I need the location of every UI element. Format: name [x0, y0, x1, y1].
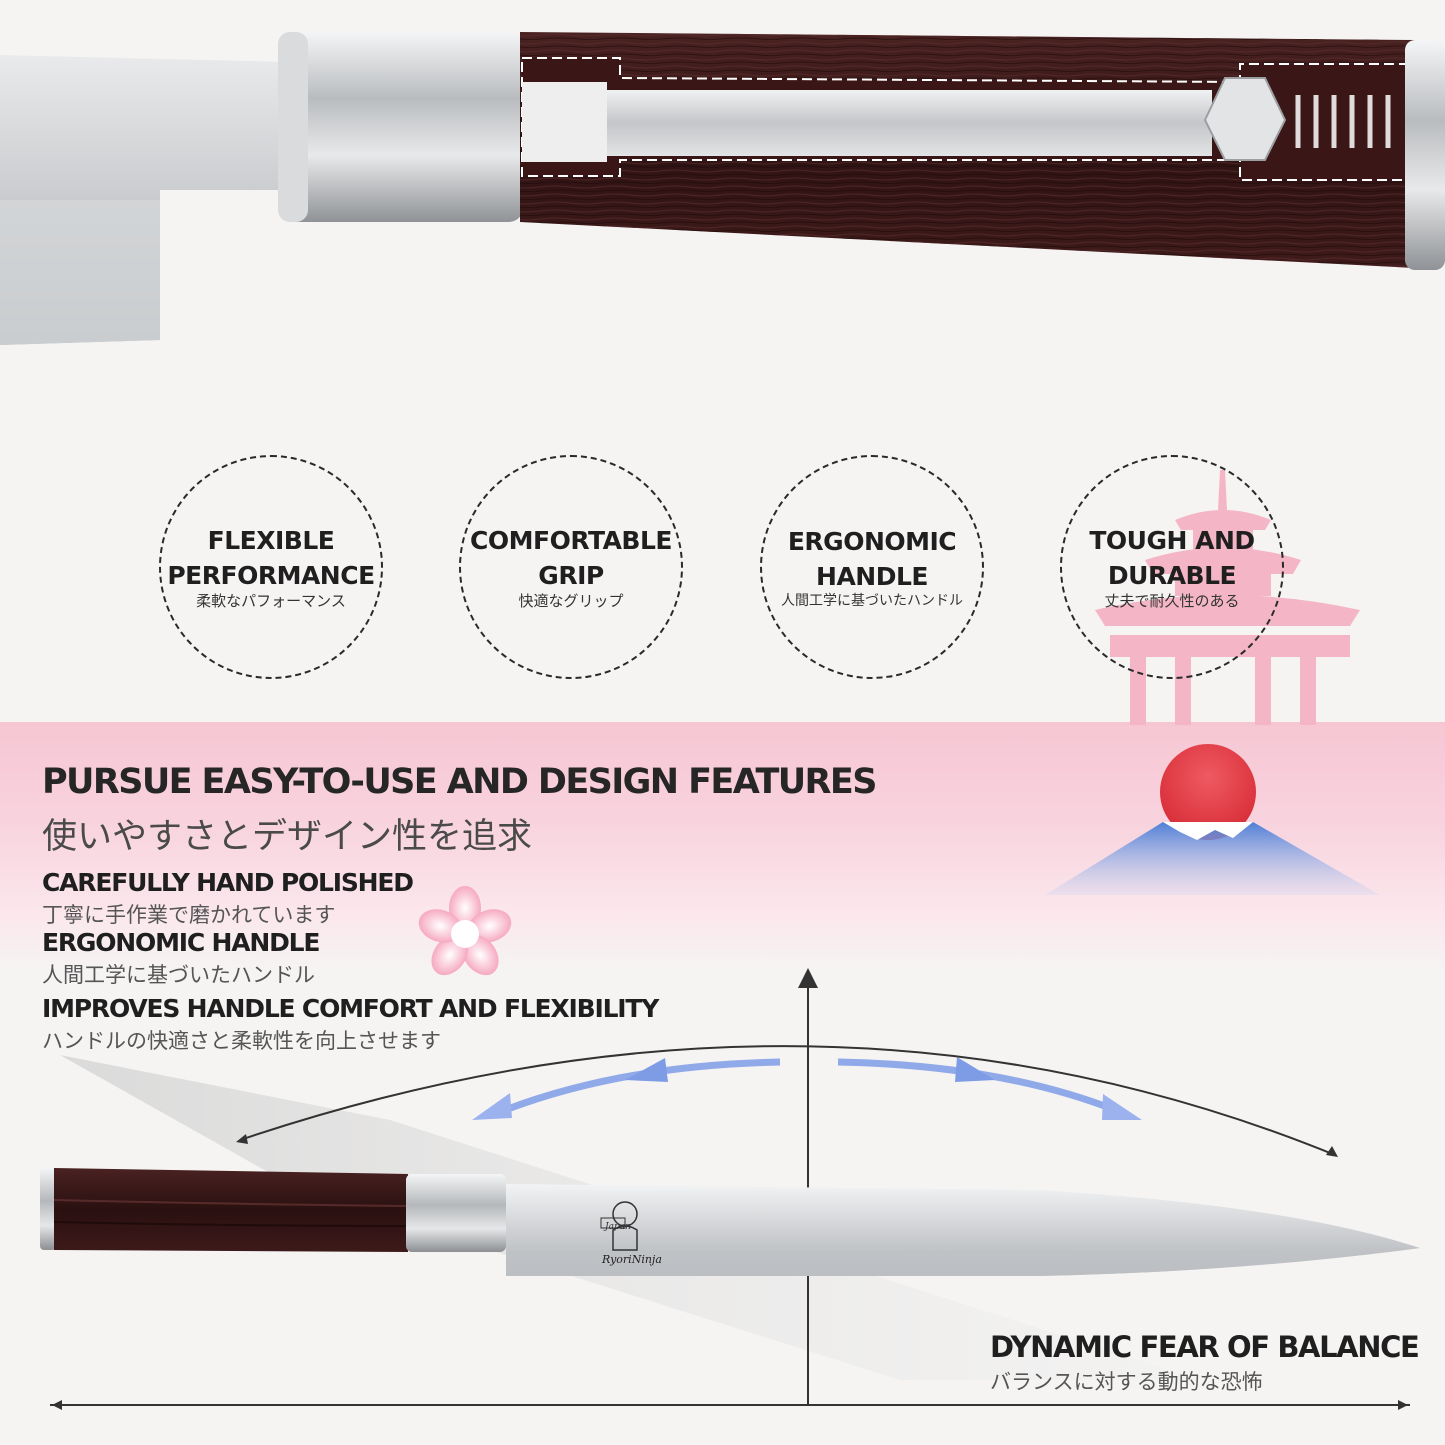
brand-logo: RyoriNinja — [602, 1253, 662, 1266]
headline-title: PURSUE EASY-TO-USE AND DESIGN FEATURES — [42, 762, 877, 802]
feature-title: TOUGH AND DURABLE — [1089, 525, 1255, 590]
feature-title: FLEXIBLE PERFORMANCE — [167, 525, 375, 590]
feature-tough-durable: TOUGH AND DURABLE 丈夫で耐久性のある — [1060, 455, 1284, 679]
point-title: IMPROVES HANDLE COMFORT AND FLEXIBILITY — [42, 994, 659, 1023]
mount-fuji-sun-illustration — [1045, 740, 1385, 905]
feature-ergonomic-handle: ERGONOMIC HANDLE 人間工学に基づいたハンドル — [760, 455, 984, 679]
point-title: ERGONOMIC HANDLE — [42, 928, 320, 957]
headline-subtitle: 使いやすさとデザイン性を追求 — [42, 817, 533, 857]
feature-title: COMFORTABLE GRIP — [470, 525, 672, 590]
brand-badge: Japan — [605, 1222, 631, 1232]
knife-full — [38, 1160, 1428, 1280]
balance-title: DYNAMIC FEAR OF BALANCE — [990, 1330, 1420, 1364]
cherry-blossom-icon — [415, 886, 515, 981]
feature-comfortable-grip: COMFORTABLE GRIP 快適なグリップ — [459, 455, 683, 679]
point-subtitle: 丁寧に手作業で磨かれています — [42, 903, 336, 927]
feature-subtitle: 丈夫で耐久性のある — [1104, 591, 1240, 610]
feature-subtitle: 人間工学に基づいたハンドル — [781, 592, 963, 609]
point-subtitle: ハンドルの快適さと柔軟性を向上させます — [42, 1029, 441, 1053]
feature-subtitle: 柔軟なパフォーマンス — [196, 591, 346, 610]
feature-flexible-performance: FLEXIBLE PERFORMANCE 柔軟なパフォーマンス — [159, 455, 383, 679]
feature-subtitle: 快適なグリップ — [518, 591, 624, 610]
balance-subtitle: バランスに対する動的な恐怖 — [990, 1370, 1263, 1394]
knife-closeup — [0, 0, 1445, 420]
point-title: CAREFULLY HAND POLISHED — [42, 868, 414, 897]
feature-title: ERGONOMIC HANDLE — [787, 526, 957, 591]
point-subtitle: 人間工学に基づいたハンドル — [42, 963, 315, 987]
